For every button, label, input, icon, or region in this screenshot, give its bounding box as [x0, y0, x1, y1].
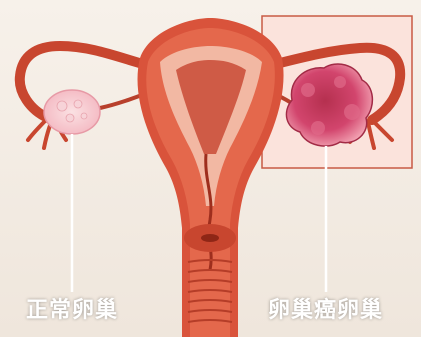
- ovarian-cancer-label: 卵巢癌卵巢: [268, 300, 383, 322]
- normal-ovary-label: 正常卵巢: [26, 300, 118, 322]
- normal-ovary: [44, 90, 100, 134]
- external-os: [201, 234, 219, 242]
